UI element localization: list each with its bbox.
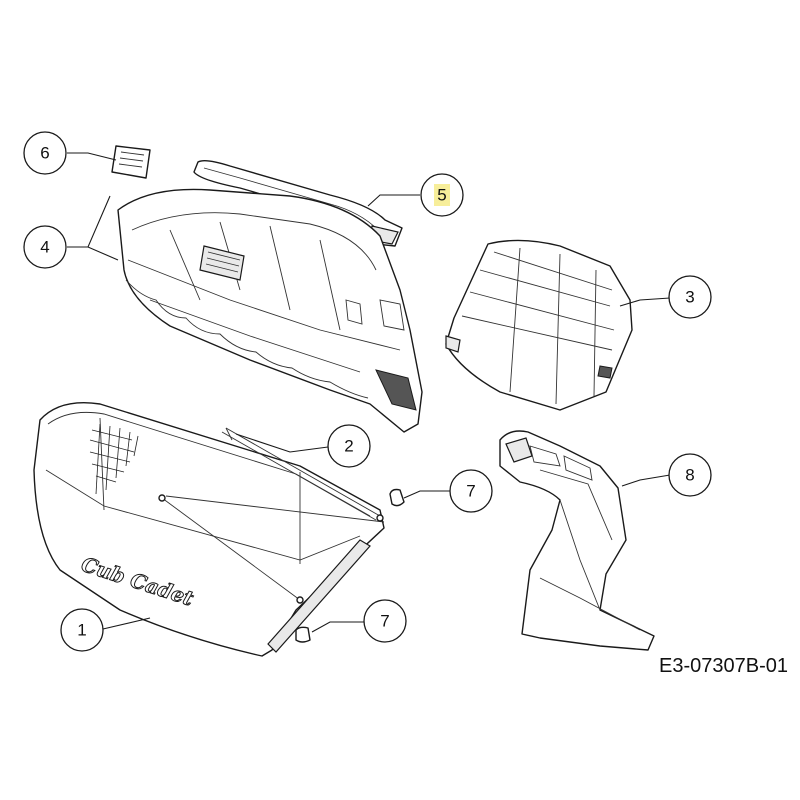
callout-5: 5 — [420, 173, 464, 217]
part-4-top-cover — [117, 188, 423, 433]
callout-4-label: 4 — [40, 238, 49, 257]
leader-7a — [403, 490, 450, 499]
part-7-cap-lower — [295, 626, 311, 643]
callout-8-label: 8 — [685, 466, 694, 485]
part-6-clip — [111, 145, 151, 179]
leader-5 — [367, 194, 420, 207]
leader-1 — [102, 617, 151, 630]
callout-5-highlight — [434, 184, 450, 206]
part-1-bag-body: Cub Cadet — [33, 402, 385, 657]
callout-1: 1 — [60, 608, 104, 652]
callout-3-label: 3 — [685, 288, 694, 307]
callout-2: 2 — [327, 424, 371, 468]
callout-1-label: 1 — [77, 621, 86, 640]
part-3-rear-cover — [445, 239, 633, 411]
leader-4a — [67, 195, 111, 248]
leader-6 — [67, 152, 117, 161]
leader-8 — [621, 474, 671, 487]
callout-5-label: 5 — [437, 186, 446, 205]
part-1-mesh — [89, 423, 139, 495]
leader-4b — [67, 246, 119, 261]
drawing-number: E3-07307B-01 — [659, 655, 788, 677]
callout-6: 6 — [23, 131, 67, 175]
callout-4: 4 — [23, 225, 67, 269]
part-4-vent-grill — [199, 245, 245, 281]
leader-lines — [67, 152, 671, 633]
part-2-frame — [158, 427, 385, 604]
callout-6-label: 6 — [40, 144, 49, 163]
part-7-cap-upper — [389, 488, 405, 507]
callout-3: 3 — [668, 275, 712, 319]
callout-7-lower-label: 7 — [380, 612, 389, 631]
callout-7-upper: 7 — [449, 469, 493, 513]
part-8-chute — [499, 430, 655, 651]
leader-2 — [235, 433, 329, 453]
callout-2-label: 2 — [344, 437, 353, 456]
callout-8: 8 — [668, 453, 712, 497]
leader-3 — [619, 297, 671, 307]
leader-7b — [311, 621, 364, 633]
callout-7-upper-label: 7 — [466, 482, 475, 501]
callout-7-lower: 7 — [363, 599, 407, 643]
